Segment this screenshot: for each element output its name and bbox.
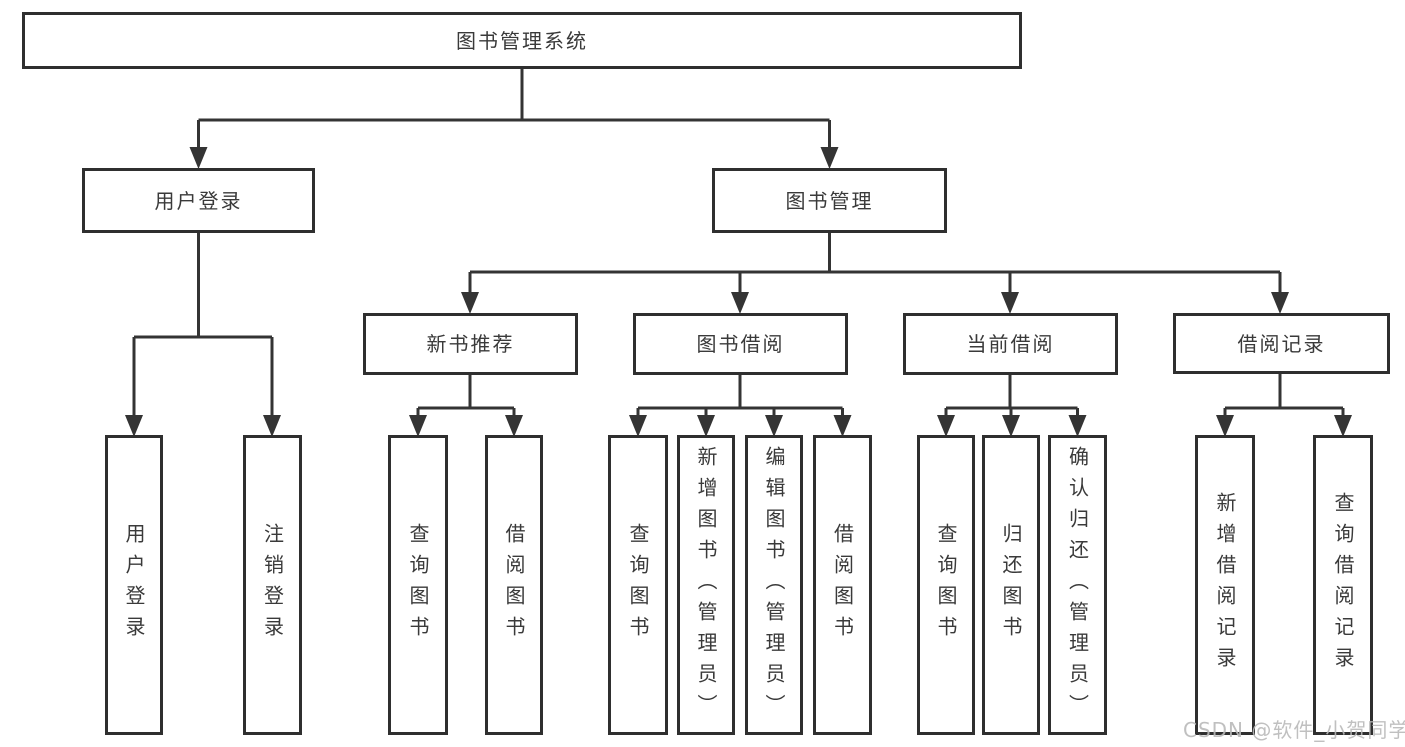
node-leaf-query-books-borrowing-label: 查询图书 xyxy=(626,523,650,647)
node-leaf-logout: 注销登录 xyxy=(243,435,302,735)
node-leaf-user-login-label: 用户登录 xyxy=(122,523,146,647)
node-book-borrowing-label: 图书借阅 xyxy=(696,332,785,356)
node-leaf-add-books-admin: 新增图书（管理员） xyxy=(677,435,735,735)
node-leaf-logout-label: 注销登录 xyxy=(260,523,285,647)
node-leaf-query-books-borrowing: 查询图书 xyxy=(608,435,668,735)
node-leaf-add-borrow-record-label: 新增借阅记录 xyxy=(1213,492,1237,678)
node-user-login-label: 用户登录 xyxy=(154,188,243,213)
node-leaf-query-books-current-label: 查询图书 xyxy=(934,523,958,647)
node-library-system-label: 图书管理系统 xyxy=(456,28,588,53)
node-leaf-query-borrow-record-label: 查询借阅记录 xyxy=(1331,492,1355,678)
node-leaf-confirm-return-admin: 确认归还（管理员） xyxy=(1048,435,1107,735)
node-new-book-recommend: 新书推荐 xyxy=(363,313,578,375)
node-current-borrowing-label: 当前借阅 xyxy=(966,332,1055,356)
node-leaf-borrow-books-borrowing: 借阅图书 xyxy=(813,435,872,735)
node-leaf-query-books-current: 查询图书 xyxy=(917,435,975,735)
arrowheads xyxy=(125,147,1352,437)
node-leaf-user-login: 用户登录 xyxy=(105,435,163,735)
node-borrowing-records: 借阅记录 xyxy=(1173,313,1390,374)
node-new-book-recommend-label: 新书推荐 xyxy=(426,332,515,356)
node-book-borrowing: 图书借阅 xyxy=(633,313,848,375)
node-leaf-borrow-books-borrowing-label: 借阅图书 xyxy=(830,523,855,647)
watermark: CSDN @软件_小贺同学 xyxy=(1183,718,1405,742)
node-current-borrowing: 当前借阅 xyxy=(903,313,1118,375)
node-leaf-borrow-books-recommend: 借阅图书 xyxy=(485,435,543,735)
node-leaf-query-books-recommend-label: 查询图书 xyxy=(406,523,430,647)
node-leaf-edit-books-admin-label: 编辑图书（管理员） xyxy=(762,445,786,725)
node-user-login: 用户登录 xyxy=(82,168,315,233)
node-leaf-return-books-label: 归还图书 xyxy=(999,523,1023,647)
node-leaf-confirm-return-admin-label: 确认归还（管理员） xyxy=(1065,445,1090,725)
node-book-management-label: 图书管理 xyxy=(785,188,874,213)
node-leaf-edit-books-admin: 编辑图书（管理员） xyxy=(745,435,803,735)
node-leaf-query-books-recommend: 查询图书 xyxy=(388,435,448,735)
node-leaf-borrow-books-recommend-label: 借阅图书 xyxy=(502,523,526,647)
node-book-management: 图书管理 xyxy=(712,168,947,233)
node-leaf-query-borrow-record: 查询借阅记录 xyxy=(1313,435,1373,735)
node-leaf-return-books: 归还图书 xyxy=(982,435,1040,735)
node-leaf-add-books-admin-label: 新增图书（管理员） xyxy=(694,445,718,725)
node-borrowing-records-label: 借阅记录 xyxy=(1237,331,1326,356)
node-library-system: 图书管理系统 xyxy=(22,12,1022,69)
node-leaf-add-borrow-record: 新增借阅记录 xyxy=(1195,435,1255,735)
connector-segments xyxy=(132,68,1345,418)
